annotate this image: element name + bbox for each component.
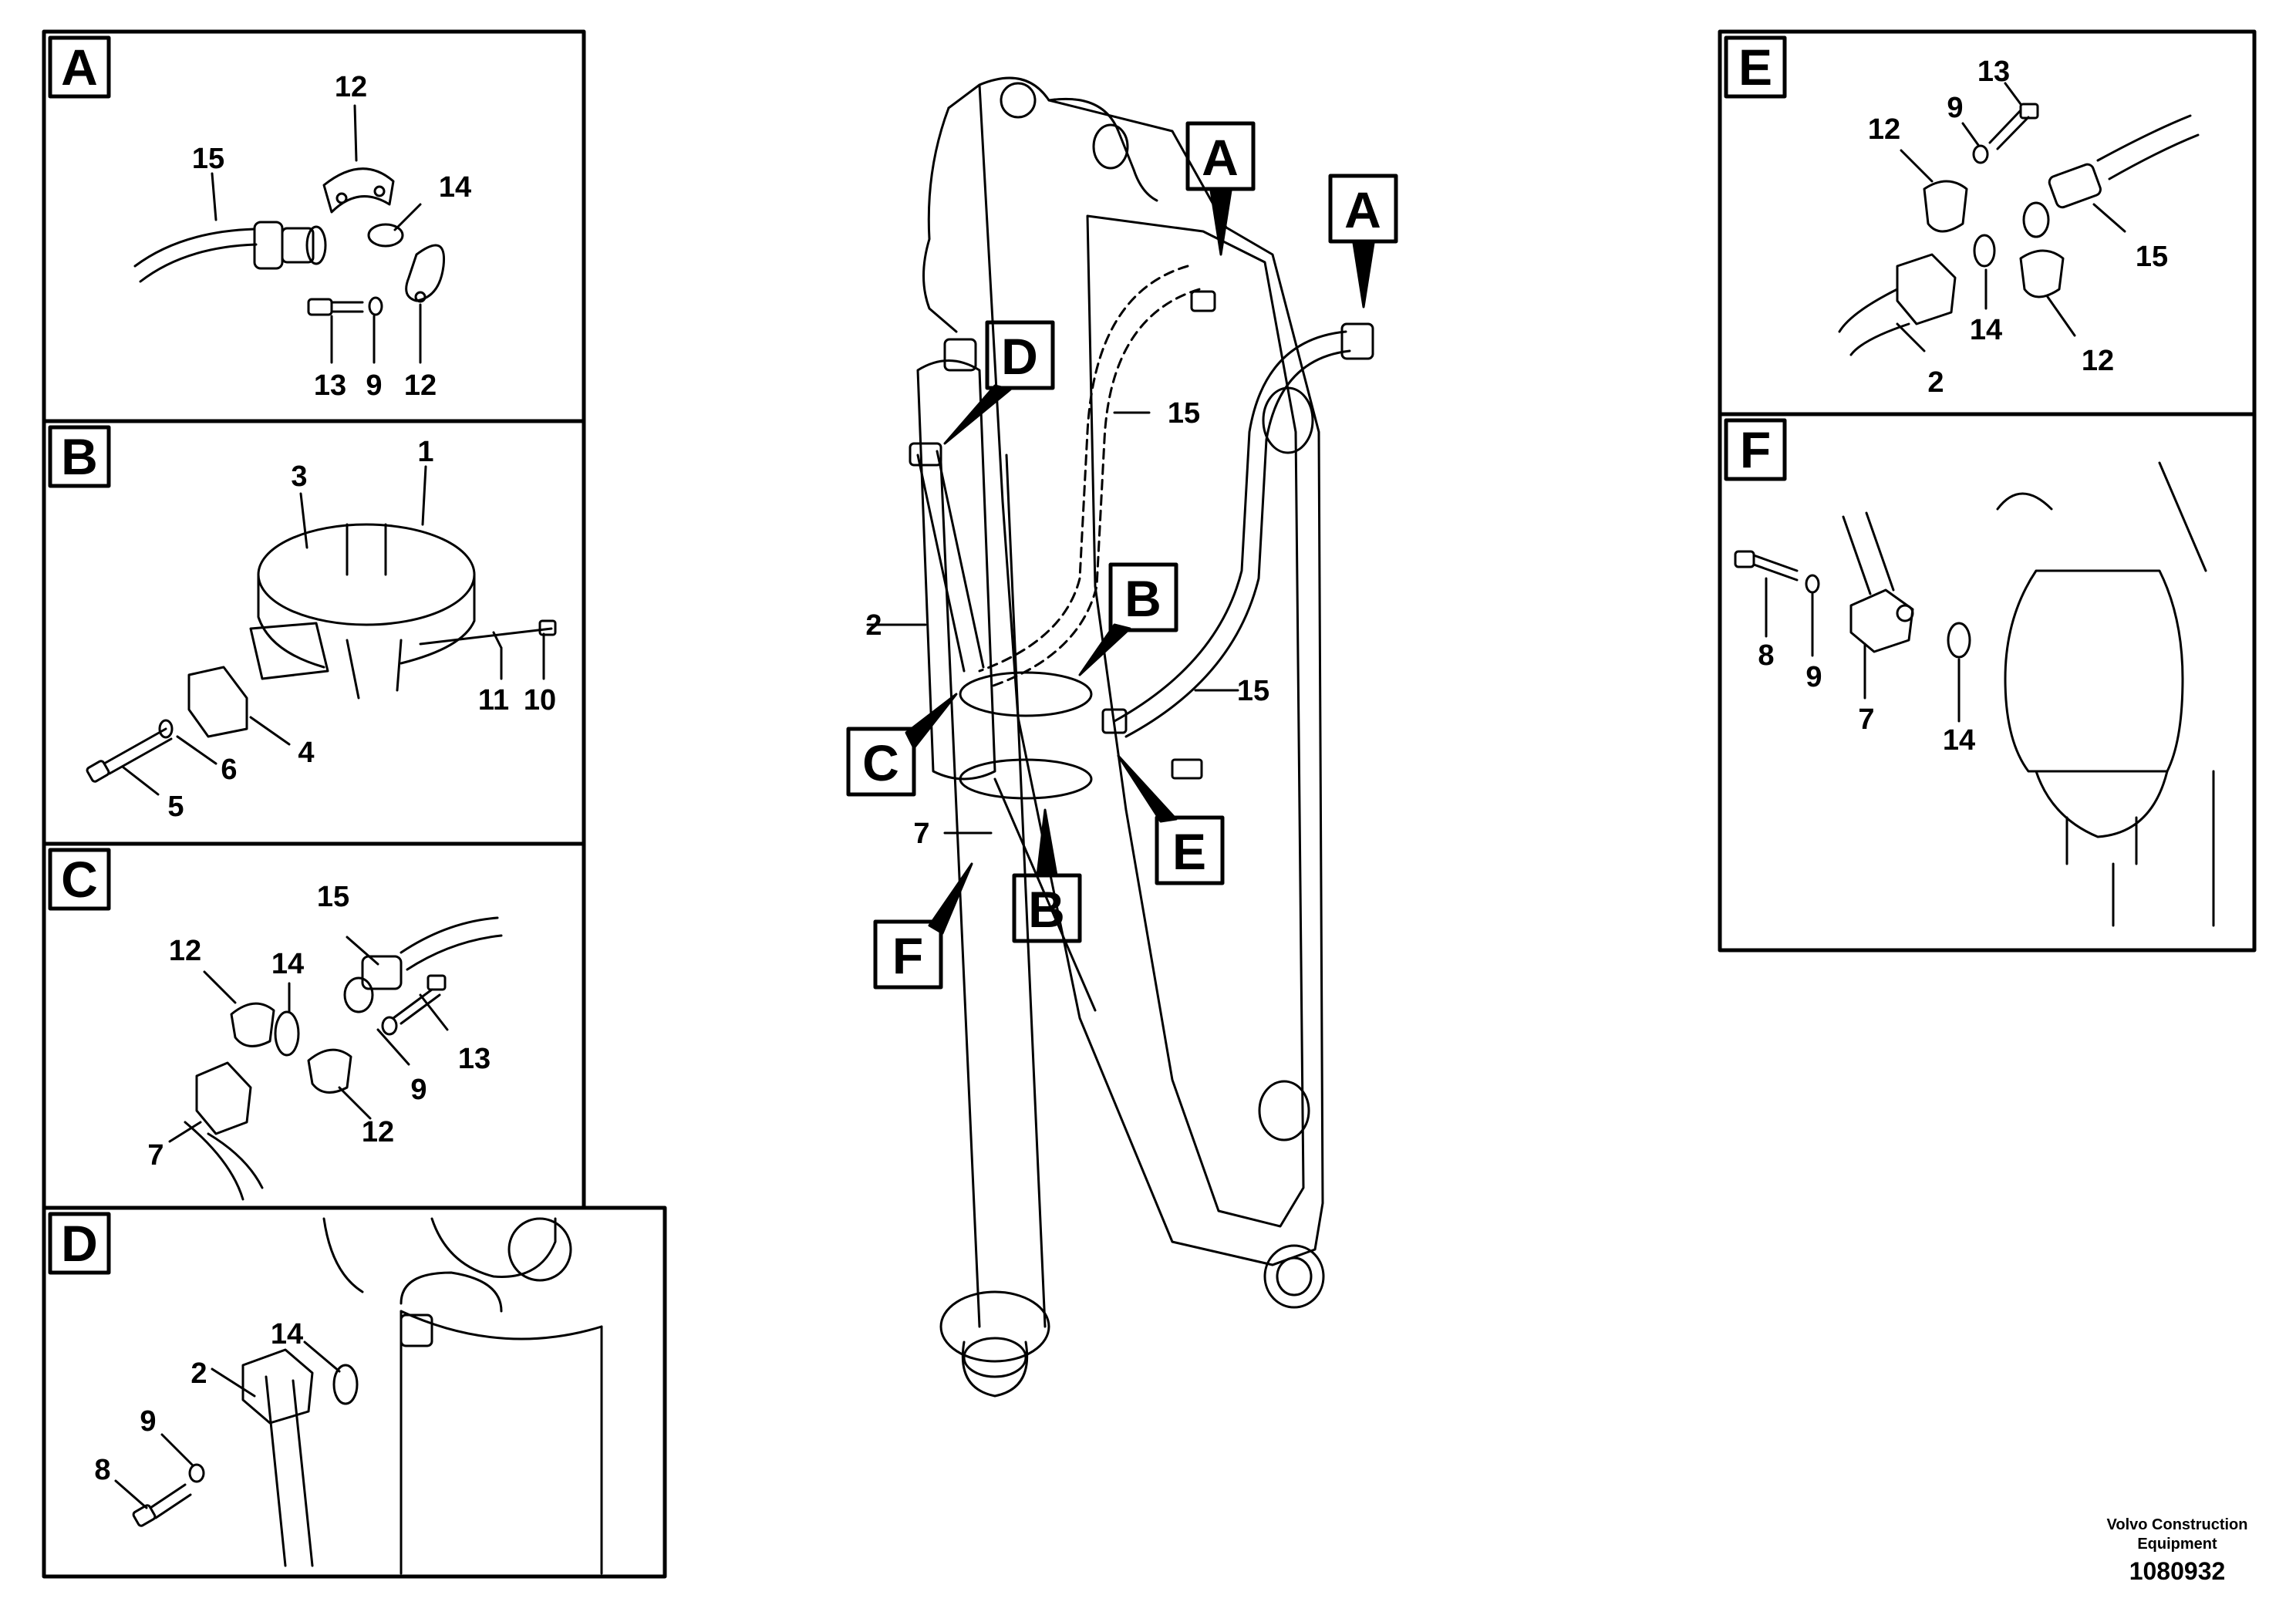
callout: 9 (140, 1405, 156, 1438)
flag-letter: E (1172, 823, 1206, 880)
callout: 14 (439, 171, 471, 204)
callout: 9 (1947, 92, 1963, 124)
panel-d-callouts: 14 2 9 8 (94, 1318, 303, 1486)
panel-a-callouts: 12 15 14 13 9 12 (192, 71, 471, 402)
flag-letter: B (1028, 881, 1065, 938)
callout: 10 (524, 684, 556, 717)
flag-letter: C (862, 734, 899, 791)
callout: 12 (362, 1116, 394, 1148)
flag-letter: D (1001, 328, 1038, 385)
callout: 12 (335, 71, 367, 103)
callout: 15 (1237, 675, 1269, 707)
callout: 7 (913, 818, 929, 850)
panel-c-callouts: 15 12 14 13 9 12 7 (147, 881, 491, 1172)
callout: 8 (1758, 639, 1774, 672)
callout: 9 (366, 369, 382, 402)
callout: 13 (1977, 56, 2010, 88)
panel-c-letter: C (61, 851, 98, 908)
callout: 8 (94, 1454, 110, 1486)
main-callout-flags (846, 121, 1398, 990)
panel-f-letter: F (1740, 421, 1771, 478)
callout: 2 (865, 609, 882, 642)
callout: 15 (2136, 241, 2168, 273)
detail-panel-b (42, 419, 586, 846)
detail-panel-e (1718, 29, 2257, 416)
callout: 7 (147, 1139, 164, 1172)
flag-letter: B (1124, 570, 1161, 627)
company-name-line2: Equipment (2137, 1536, 2217, 1553)
flag-letter: A (1202, 129, 1239, 186)
callout: 12 (404, 369, 437, 402)
callout: 13 (314, 369, 346, 402)
callout: 12 (169, 935, 201, 967)
boom-assembly-drawing (866, 76, 1374, 1398)
part-number: 1080932 (2129, 1557, 2226, 1585)
callout: 12 (2082, 345, 2114, 377)
panel-e-letter: E (1738, 39, 1772, 96)
panel-d-letter: D (61, 1215, 98, 1272)
flag-letter: F (892, 927, 923, 984)
callout: 7 (1858, 703, 1874, 736)
callout: 13 (458, 1043, 491, 1075)
callout: 4 (298, 737, 314, 769)
detail-panel-c (42, 841, 586, 1210)
callout: 9 (410, 1074, 426, 1106)
callout: 15 (1168, 397, 1200, 430)
footer-credit: Volvo Construction Equipment 1080932 (2107, 1516, 2248, 1585)
callout: 15 (317, 881, 349, 913)
callout: 3 (291, 460, 307, 493)
panel-letters: A B C D E F (61, 39, 1772, 1272)
callout: 2 (190, 1357, 207, 1390)
detail-panel-f (1718, 412, 2257, 953)
callout: 5 (167, 791, 184, 823)
main-callouts: 15 2 15 7 (865, 397, 1269, 850)
callout: 14 (271, 948, 304, 980)
panel-b-letter: B (61, 428, 98, 485)
callout: 12 (1868, 113, 1900, 146)
callout: 15 (192, 143, 224, 175)
panel-a-letter: A (61, 39, 98, 96)
detail-panel-a (42, 29, 586, 423)
detail-panel-d (42, 1206, 667, 1579)
callout: 14 (271, 1318, 303, 1351)
panel-b-callouts: 3 1 11 10 6 4 5 (167, 436, 556, 823)
panel-e-callouts: 13 9 12 15 14 12 2 (1868, 56, 2168, 399)
callout: 14 (1943, 724, 1975, 757)
company-name-line1: Volvo Construction (2107, 1516, 2248, 1533)
callout: 14 (1970, 314, 2002, 346)
flag-letter: A (1344, 181, 1381, 238)
callout: 11 (478, 684, 509, 717)
main-flag-letters: A A D B C E B F (862, 129, 1381, 984)
callout: 6 (221, 754, 237, 786)
callout: 9 (1805, 661, 1822, 693)
callout: 1 (417, 436, 433, 468)
callout: 2 (1927, 366, 1944, 399)
panel-f-callouts: 8 9 7 14 (1758, 639, 1975, 757)
